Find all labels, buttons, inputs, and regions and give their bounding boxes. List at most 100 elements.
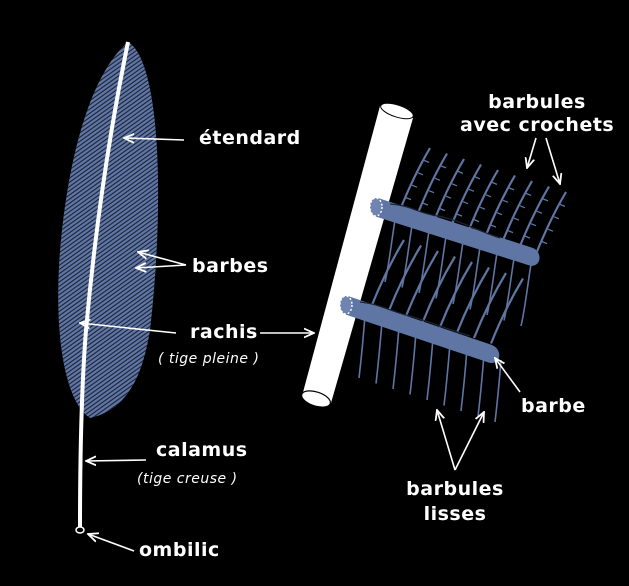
barbule-hook [405, 196, 412, 201]
barbule-hook [519, 205, 526, 209]
barbule-hook [490, 224, 497, 228]
hooked-barbule [415, 152, 448, 216]
label-barbules-lisses-1: barbules [406, 478, 504, 500]
barbule-hook [479, 206, 486, 210]
feather-ombilic-tip [75, 526, 85, 534]
label-rachis-note: ( tige pleine ) [158, 351, 260, 367]
vane-barb-line [58, 199, 159, 301]
vane-barb-line [58, 140, 159, 242]
smooth-barbule [384, 219, 396, 283]
barbule-hook [473, 218, 480, 223]
vane-barb-line [58, 157, 159, 259]
barbule-hook [474, 176, 481, 180]
vane-barb-line [58, 186, 159, 288]
smooth-barbule [392, 326, 400, 390]
barbule-hook [439, 207, 446, 212]
vane-barb-line [58, 191, 159, 293]
vane-barb-line [58, 216, 159, 318]
vane-barb-line [58, 203, 159, 305]
barbule-hook [508, 187, 515, 191]
hooked-barbule [404, 250, 439, 317]
barbule-hook [457, 170, 464, 175]
vane-barb-line [58, 182, 159, 284]
pointer-arrows [80, 137, 560, 552]
hooked-barbule [472, 272, 507, 339]
hooked-barbule [370, 239, 405, 306]
vane-barb-line [58, 149, 159, 251]
hooked-barbule [466, 169, 499, 233]
smooth-barbule [486, 252, 498, 316]
smooth-barbule [443, 343, 451, 406]
label-etendard: étendard [199, 127, 301, 149]
hooked-barbule [534, 191, 567, 255]
barbule-hook [513, 217, 520, 221]
vane-barb-line [58, 144, 159, 246]
barbule-hook [541, 240, 548, 245]
feather-detail [300, 102, 567, 423]
arrow-icon [527, 137, 537, 168]
vane-barb-line [58, 220, 159, 322]
arrow-icon [86, 460, 147, 461]
vane-barb-line [58, 212, 159, 314]
vane-barb-line [58, 153, 159, 255]
label-barbules-crochets-1: barbules [488, 91, 586, 113]
smooth-barbule [418, 230, 430, 294]
smooth-barbule [477, 354, 485, 417]
label-barbe: barbe [521, 395, 586, 417]
hooked-barbule [455, 266, 490, 333]
arrow-icon [80, 323, 177, 334]
smooth-barbule [409, 332, 417, 395]
smooth-barbule [426, 337, 434, 401]
barbule-hook [417, 172, 424, 176]
rachis-cylinder [300, 102, 414, 408]
smooth-barbule [401, 225, 413, 288]
barbule-hook [559, 203, 566, 208]
hooked-barbule [489, 277, 524, 344]
label-barbes: barbes [192, 255, 269, 277]
barbule-hook [542, 198, 549, 202]
vane-barb-line [58, 165, 159, 267]
smooth-barbule [452, 241, 464, 305]
vane-barb-line [58, 161, 159, 263]
barbule-hook [530, 223, 537, 227]
barbule-hook [440, 165, 447, 169]
smooth-barbule [358, 315, 366, 379]
barbule-hook [434, 177, 441, 181]
smooth-barbule [520, 263, 532, 327]
hooked-barbule [517, 185, 550, 249]
barbule-hook [536, 210, 543, 214]
smooth-barbule [494, 359, 502, 423]
smooth-barbule [503, 258, 515, 321]
vane-barb-line [58, 207, 159, 309]
smooth-barbule [375, 321, 383, 384]
barb-lower [339, 295, 500, 364]
arrow-icon [124, 138, 185, 140]
hooked-barbule [387, 244, 422, 311]
vane-barb-line [58, 170, 159, 272]
barbule-hook [524, 235, 531, 239]
arrow-icon [495, 358, 521, 393]
barbule-hook [491, 181, 498, 186]
arrow-icon [437, 410, 456, 471]
label-calamus-note: (tige creuse ) [137, 471, 238, 487]
label-barbules-lisses-2: lisses [423, 503, 487, 525]
vane-barb-line [58, 174, 159, 276]
barbule-hook [462, 201, 469, 205]
label-barbules-crochets-2: avec crochets [460, 114, 615, 136]
barbule-hook [507, 229, 514, 234]
label-rachis: rachis [190, 321, 258, 343]
barbule-hook [422, 202, 429, 206]
hooked-barbule [438, 261, 473, 328]
barbule-hook [451, 183, 458, 187]
vane-barb-line [58, 195, 159, 297]
smooth-barbule [469, 247, 481, 310]
smooth-barbule [435, 236, 447, 299]
barbules-smooth [358, 219, 532, 423]
barbule-hook [485, 194, 492, 198]
barb-upper [369, 197, 540, 266]
barbule-hook [553, 216, 560, 220]
arrow-icon [545, 137, 560, 184]
hooked-barbule [500, 180, 533, 244]
smooth-barbule [460, 348, 468, 412]
